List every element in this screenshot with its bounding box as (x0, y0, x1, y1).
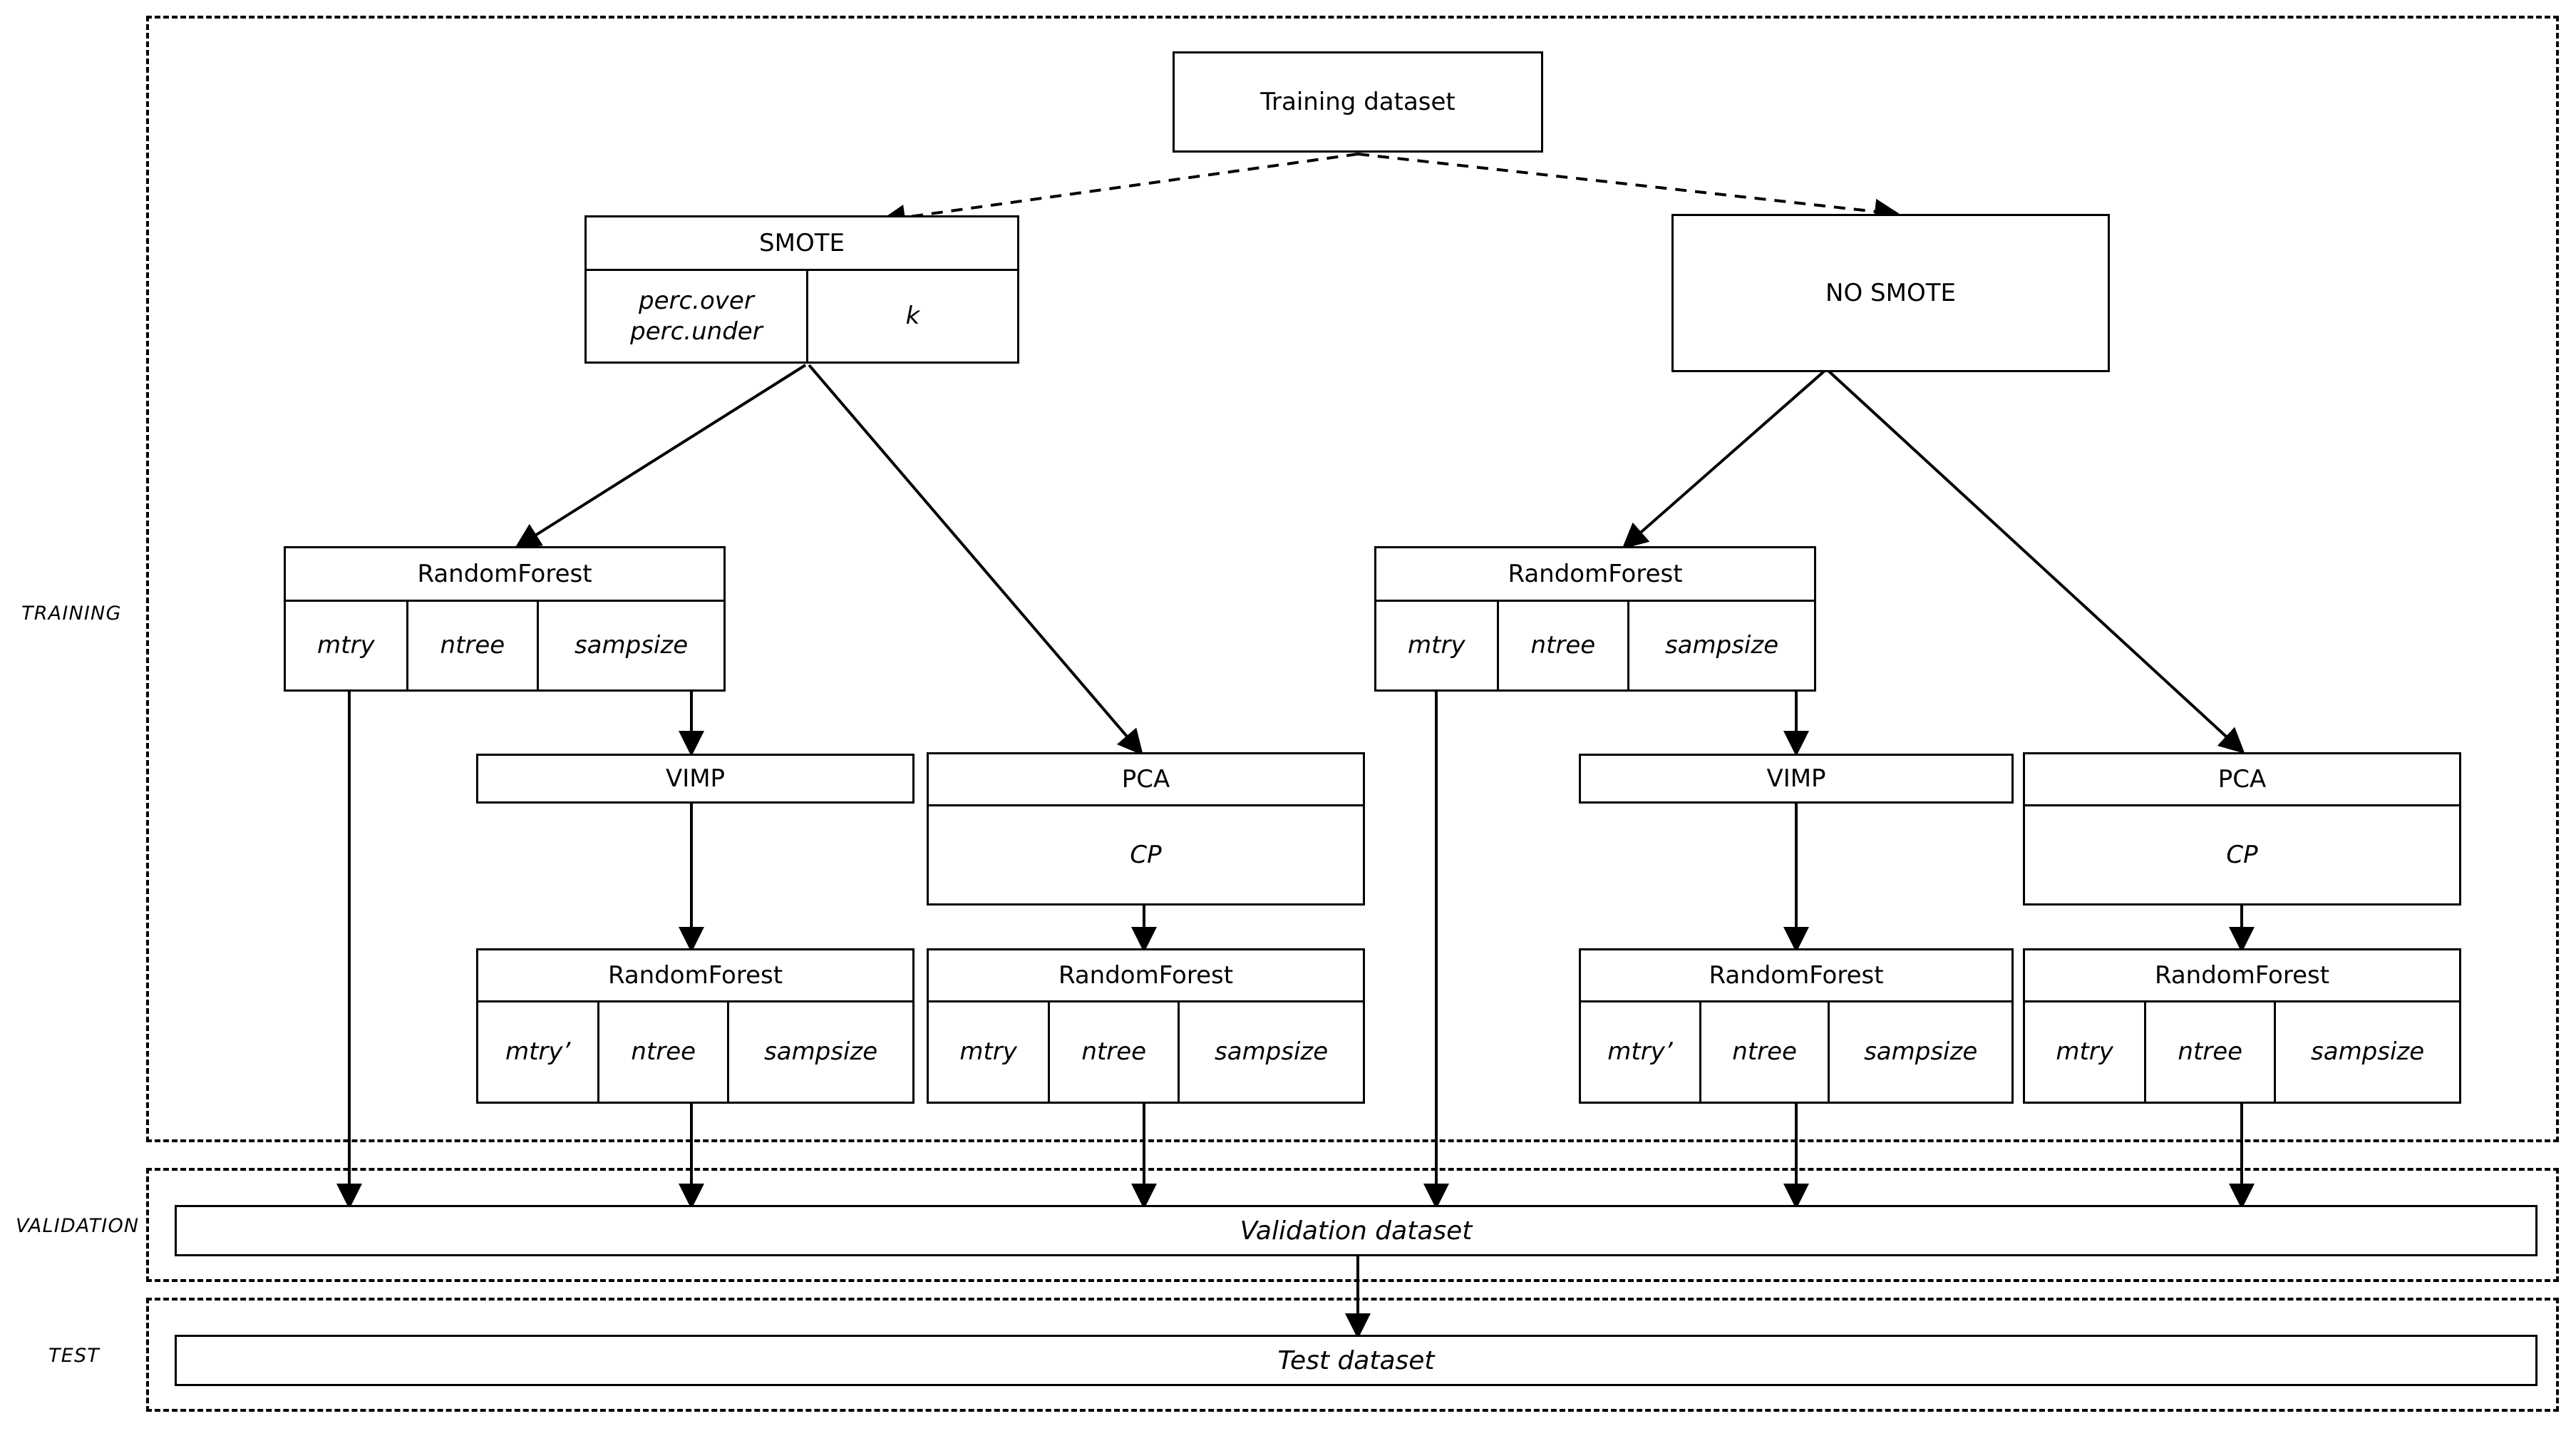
node-pca-nosmote-params: CP (2025, 804, 2459, 903)
node-rf-smote-base[interactable]: RandomForest mtry ntree sampsize (284, 546, 726, 692)
node-pca-nosmote-label: PCA (2217, 765, 2267, 794)
param-sampsize: sampsize (727, 1002, 912, 1102)
param-ntree: ntree (1048, 1002, 1178, 1102)
node-rf-nosmote-base-label: RandomForest (1508, 560, 1683, 588)
node-rf-nosmote-vimp-label: RandomForest (1709, 961, 1884, 990)
node-rf-smote-base-label: RandomForest (417, 560, 592, 588)
param-sampsize: sampsize (1627, 602, 1814, 689)
param-mtry: mtry (959, 1037, 1017, 1067)
param-sampsize: sampsize (1178, 1002, 1363, 1102)
param-cp: CP (2226, 840, 2258, 869)
param-cp: CP (1130, 840, 1162, 869)
param-mtry-prime: mtry’ (505, 1037, 571, 1067)
node-pca-nosmote[interactable]: PCA CP (2023, 752, 2461, 906)
node-rf-smote-vimp-label: RandomForest (607, 961, 783, 990)
param-ntree: ntree (1699, 1002, 1828, 1102)
node-rf-smote-vimp-params: mtry’ ntree sampsize (478, 1000, 912, 1102)
lane-label-validation: VALIDATION (16, 1215, 140, 1237)
node-vimp-smote[interactable]: VIMP (476, 754, 915, 804)
param-mtry: mtry (1408, 631, 1465, 660)
lane-label-training: TRAINING (21, 602, 122, 625)
node-training-dataset-label: Training dataset (1260, 88, 1456, 116)
node-vimp-nosmote-label: VIMP (1766, 764, 1826, 793)
node-smote-label: SMOTE (759, 229, 845, 257)
bar-test-dataset[interactable]: Test dataset (175, 1335, 2538, 1386)
param-sampsize: sampsize (1828, 1002, 2011, 1102)
lane-training (146, 16, 2559, 1142)
param-ntree: ntree (406, 602, 537, 689)
param-perc-over-under: perc.over perc.under (630, 287, 763, 346)
lane-test (146, 1298, 2559, 1412)
node-smote-params: perc.over perc.under k (587, 269, 1017, 361)
param-mtry-prime: mtry’ (1607, 1037, 1673, 1067)
param-mtry: mtry (317, 631, 375, 660)
param-ntree: ntree (597, 1002, 727, 1102)
node-rf-nosmote-pca[interactable]: RandomForest mtry ntree sampsize (2023, 948, 2461, 1104)
node-vimp-smote-label: VIMP (665, 764, 726, 793)
param-sampsize: sampsize (537, 602, 723, 689)
node-rf-nosmote-base-params: mtry ntree sampsize (1376, 600, 1814, 689)
param-k: k (805, 271, 1017, 361)
node-rf-smote-vimp[interactable]: RandomForest mtry’ ntree sampsize (476, 948, 915, 1104)
lane-validation (146, 1168, 2559, 1282)
node-rf-smote-pca[interactable]: RandomForest mtry ntree sampsize (927, 948, 1365, 1104)
node-rf-smote-base-params: mtry ntree sampsize (286, 600, 723, 689)
node-vimp-nosmote[interactable]: VIMP (1579, 754, 2014, 804)
lane-label-test: TEST (48, 1345, 100, 1367)
node-pca-smote-params: CP (929, 804, 1363, 903)
node-smote[interactable]: SMOTE perc.over perc.under k (584, 215, 1019, 364)
bar-validation-dataset[interactable]: Validation dataset (175, 1205, 2538, 1256)
node-rf-smote-pca-label: RandomForest (1058, 961, 1234, 990)
node-pca-smote[interactable]: PCA CP (927, 752, 1365, 906)
node-rf-smote-pca-params: mtry ntree sampsize (929, 1000, 1363, 1102)
param-ntree: ntree (2144, 1002, 2274, 1102)
node-rf-nosmote-pca-label: RandomForest (2154, 961, 2330, 990)
node-rf-nosmote-vimp[interactable]: RandomForest mtry’ ntree sampsize (1579, 948, 2014, 1104)
node-no-smote[interactable]: NO SMOTE (1671, 214, 2110, 372)
param-mtry: mtry (2056, 1037, 2113, 1067)
node-rf-nosmote-pca-params: mtry ntree sampsize (2025, 1000, 2459, 1102)
param-ntree: ntree (1496, 602, 1627, 689)
node-rf-nosmote-vimp-params: mtry’ ntree sampsize (1581, 1000, 2011, 1102)
node-rf-nosmote-base[interactable]: RandomForest mtry ntree sampsize (1374, 546, 1816, 692)
param-sampsize: sampsize (2274, 1002, 2459, 1102)
node-training-dataset[interactable]: Training dataset (1173, 51, 1543, 153)
node-pca-smote-label: PCA (1121, 765, 1170, 794)
node-no-smote-label: NO SMOTE (1825, 279, 1956, 307)
